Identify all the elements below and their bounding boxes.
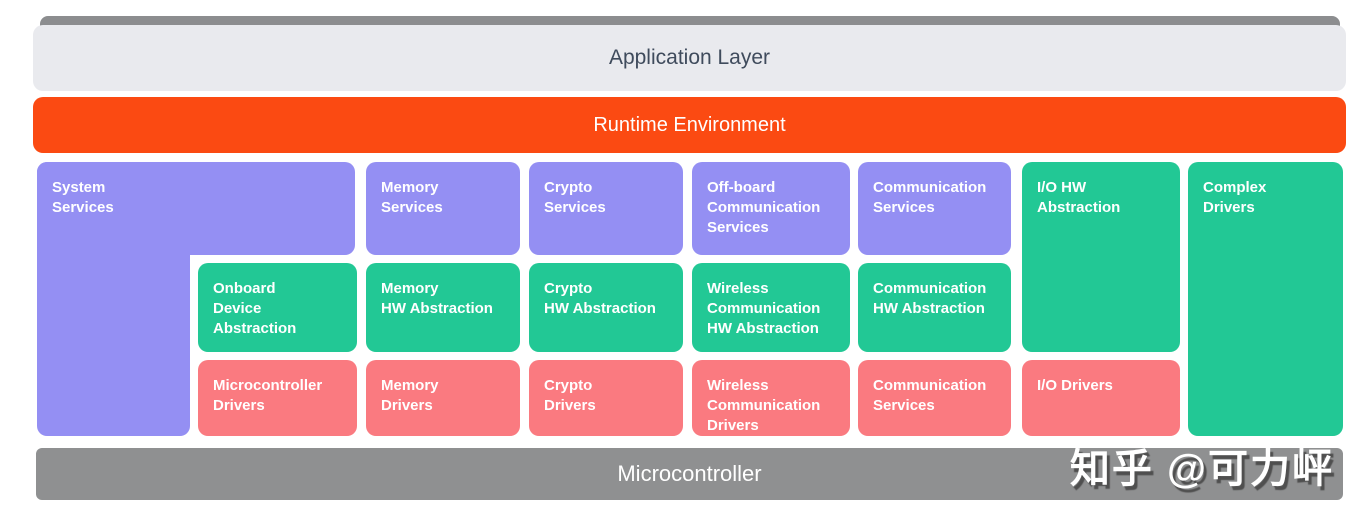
block-label: Communication Services (873, 179, 987, 216)
block-offboard-communication-services: Off-board Communication Services (692, 162, 850, 255)
block-label: Microcontroller Drivers (213, 377, 323, 414)
block-communication-services: Communication Services (858, 162, 1011, 255)
block-memory-services: Memory Services (366, 162, 520, 255)
microcontroller-bar: Microcontroller (36, 448, 1343, 500)
block-label: Complex Drivers (1203, 179, 1267, 216)
block-complex-drivers: Complex Drivers (1188, 162, 1343, 436)
block-label: Wireless Communication Drivers (707, 377, 821, 434)
block-crypto-hw-abstraction: Crypto HW Abstraction (529, 263, 683, 352)
block-communication-services-drivers-row: Communication Services (858, 360, 1011, 436)
block-onboard-device-abstraction: Onboard Device Abstraction (198, 263, 357, 352)
block-label: Communication HW Abstraction (873, 280, 987, 317)
block-label: Onboard Device Abstraction (213, 280, 297, 337)
block-label: Crypto Services (544, 179, 606, 216)
block-memory-hw-abstraction: Memory HW Abstraction (366, 263, 520, 352)
block-communication-hw-abstraction: Communication HW Abstraction (858, 263, 1011, 352)
application-layer-label: Application Layer (608, 46, 771, 69)
block-crypto-services: Crypto Services (529, 162, 683, 255)
zhihu-watermark: 知乎 @可力岼 (1069, 447, 1334, 491)
block-io-drivers: I/O Drivers (1022, 360, 1180, 436)
block-wireless-communication-hw-abstraction: Wireless Communication HW Abstraction (692, 263, 850, 352)
block-label: Crypto HW Abstraction (544, 280, 656, 317)
block-label: I/O HW Abstraction (1037, 179, 1121, 216)
block-microcontroller-drivers: Microcontroller Drivers (198, 360, 357, 436)
block-label: Memory Drivers (381, 377, 439, 414)
block-wireless-communication-drivers: Wireless Communication Drivers (692, 360, 850, 436)
microcontroller-label: Microcontroller (617, 461, 762, 486)
block-label: Memory HW Abstraction (381, 280, 493, 317)
block-label: Wireless Communication HW Abstraction (707, 280, 821, 337)
block-label: Crypto Drivers (544, 377, 596, 414)
block-label: Memory Services (381, 179, 443, 216)
block-label: Communication Services (873, 377, 987, 414)
block-label: Off-board Communication Services (707, 179, 821, 236)
block-system-services-top: System Services (37, 162, 355, 255)
block-io-hw-abstraction: I/O HW Abstraction (1022, 162, 1180, 352)
runtime-environment-label: Runtime Environment (593, 113, 786, 136)
block-label: I/O Drivers (1037, 377, 1113, 394)
block-crypto-drivers: Crypto Drivers (529, 360, 683, 436)
block-label: System Services (52, 179, 114, 216)
block-memory-drivers: Memory Drivers (366, 360, 520, 436)
runtime-environment-bar: Runtime Environment (33, 97, 1346, 153)
application-layer-bar: Application Layer (33, 25, 1346, 91)
